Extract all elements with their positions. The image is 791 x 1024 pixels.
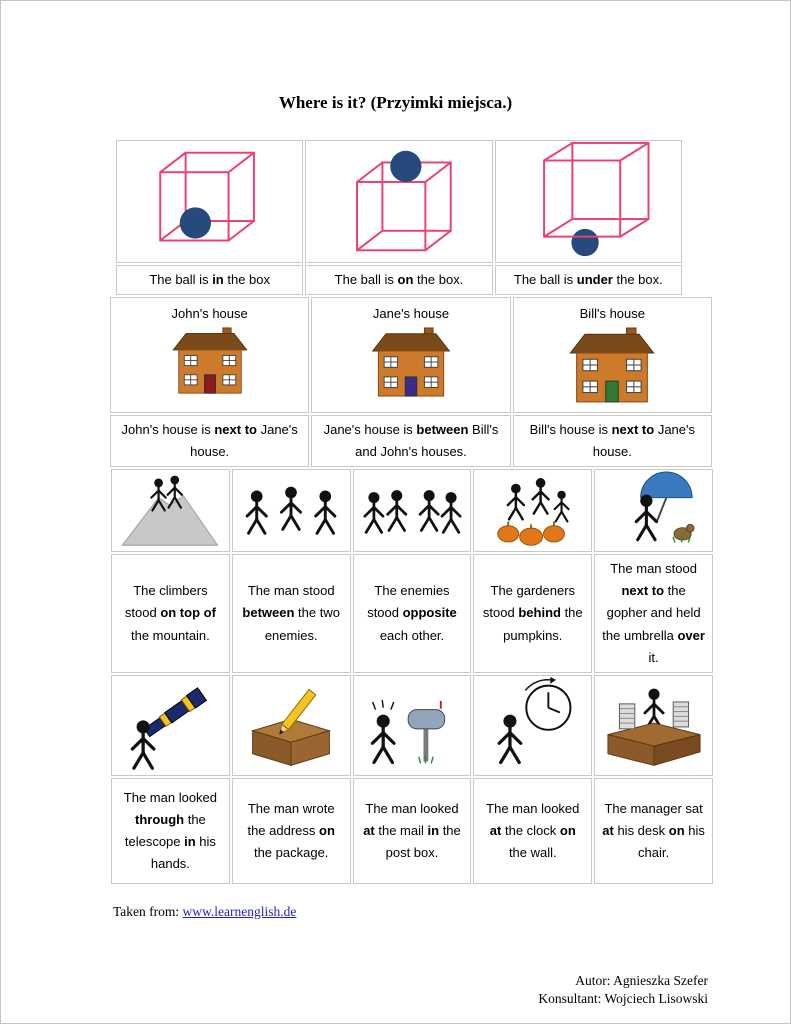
janes-house-label: Jane's house <box>372 306 450 322</box>
man-mailbox-cell <box>352 674 472 776</box>
box-ball-table: The ball is in the box The ball is on th… <box>116 140 682 296</box>
ball-on-box-cell <box>305 140 493 263</box>
credits: Autor: Agnieszka Szefer Konsultant: Wojc… <box>1 972 708 1008</box>
enemies-opposite-cell <box>352 469 472 553</box>
man-telescope-cell <box>111 674 230 776</box>
gardeners-pumpkins-image <box>497 476 570 546</box>
source-link[interactable]: www.learnenglish.de <box>182 903 297 919</box>
source-line: Taken from: www.learnenglish.de <box>113 904 790 920</box>
pencil-package-cell <box>231 674 351 776</box>
source-prefix: Taken from: <box>113 903 183 919</box>
ball-on-box-image <box>356 150 452 252</box>
bills-house-image <box>569 327 655 403</box>
man-clock-cell <box>473 674 593 776</box>
opposite-caption: The enemies stood opposite each other. <box>352 554 472 673</box>
mailbox-caption: The man looked at the mail in the post b… <box>352 777 472 884</box>
clock-caption: The man looked at the clock on the wall. <box>473 777 593 884</box>
ball-in-box-cell <box>116 140 304 263</box>
ball-under-box-cell <box>494 140 682 263</box>
manager-desk-cell <box>594 674 713 776</box>
houses-table: John's house Jane's house <box>110 297 712 468</box>
janes-house-cell: Jane's house <box>311 297 511 414</box>
bills-house-caption: Bill's house is next to Jane's house. <box>512 415 712 468</box>
desk-caption: The manager sat at his desk on his chair… <box>594 777 713 884</box>
umbrella-icon <box>639 471 693 498</box>
johns-house-image <box>171 327 248 394</box>
behind-caption: The gardeners stood behind the pumpkins. <box>473 554 593 673</box>
mailbox-icon <box>407 709 446 730</box>
pencil-package-image <box>251 689 332 767</box>
climbers-caption: The climbers stood on top of the mountai… <box>111 554 230 673</box>
telescope-icon <box>143 687 208 738</box>
gardeners-pumpkins-cell <box>473 469 593 553</box>
ball-in-box-caption: The ball is in the box <box>116 265 304 296</box>
pencil-icon <box>278 689 317 736</box>
ball-on-box-caption: The ball is on the box. <box>305 265 493 296</box>
package-caption: The man wrote the address on the package… <box>231 777 351 884</box>
janes-house-image <box>371 327 451 397</box>
man-telescope-image <box>131 687 208 771</box>
between-caption: The man stood between the two enemies. <box>231 554 351 673</box>
man-clock-image <box>497 677 572 765</box>
paper-stack-icon <box>618 701 689 730</box>
climbers-mountain-image <box>121 474 219 546</box>
climbers-mountain-cell <box>111 469 230 553</box>
ball-under-box-caption: The ball is under the box. <box>494 265 682 296</box>
bills-house-cell: Bill's house <box>512 297 712 414</box>
man-umbrella-gopher-image <box>634 471 695 543</box>
over-caption: The man stood next to the gopher and hel… <box>594 554 713 673</box>
man-umbrella-gopher-cell <box>594 469 713 553</box>
johns-house-cell: John's house <box>110 297 310 414</box>
bills-house-label: Bill's house <box>579 306 645 322</box>
janes-house-caption: Jane's house is between Bill's and John'… <box>311 415 511 468</box>
credit-author: Autor: Agnieszka Szefer <box>575 972 708 988</box>
ball-in-box-image <box>158 151 255 242</box>
johns-house-caption: John's house is next to Jane's house. <box>110 415 310 468</box>
clock-icon <box>525 684 572 732</box>
man-mailbox-image <box>370 700 446 765</box>
man-between-enemies-cell <box>231 469 351 553</box>
man-between-enemies-image <box>245 485 337 535</box>
page-title: Where is it? (Przyimki miejsca.) <box>278 93 513 112</box>
figures-table-2: The man looked through the telescope in … <box>111 674 713 884</box>
enemies-opposite-image <box>363 488 462 534</box>
figures-table-1: The climbers stood on top of the mountai… <box>111 469 713 673</box>
johns-house-label: John's house <box>171 306 248 322</box>
telescope-caption: The man looked through the telescope in … <box>111 777 230 884</box>
manager-desk-image <box>607 687 701 767</box>
ball-under-box-image <box>543 141 650 257</box>
credit-consultant: Konsultant: Wojciech Lisowski <box>538 990 708 1006</box>
